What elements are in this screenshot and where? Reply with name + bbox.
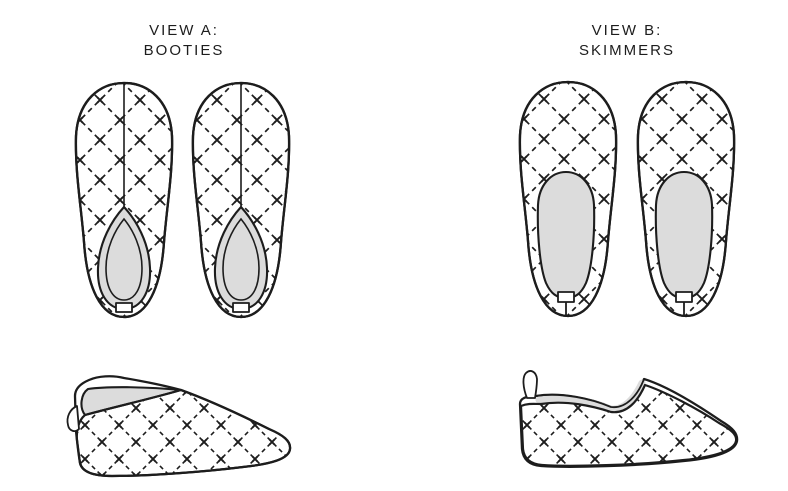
view-a-title-line1: VIEW A: <box>149 22 219 39</box>
bootie-top-left <box>76 83 172 317</box>
skimmer-top-left <box>520 82 616 316</box>
skimmer-top-right <box>638 82 734 316</box>
skimmer-side-opening-edge <box>535 378 645 408</box>
skimmers-top-view-illustration <box>520 82 734 316</box>
bootie-side-view-illustration <box>66 375 292 478</box>
bootie-side-heel-tab <box>66 405 80 432</box>
booties-top-view-illustration <box>76 83 289 317</box>
bootie-side-quilted-body <box>75 388 292 478</box>
bootie-top-right <box>193 83 289 317</box>
view-a-title-line2: BOOTIES <box>143 42 225 59</box>
view-b-title-line1: VIEW B: <box>591 22 663 39</box>
skimmer-side-quilted-body <box>519 383 738 467</box>
skimmer-side-heel-loop <box>522 370 538 399</box>
skimmer-side-view-illustration <box>518 370 739 468</box>
view-a-title: VIEW A: BOOTIES <box>74 21 294 61</box>
view-b-title: VIEW B: SKIMMERS <box>517 21 737 61</box>
view-b-title-line2: SKIMMERS <box>578 42 675 59</box>
